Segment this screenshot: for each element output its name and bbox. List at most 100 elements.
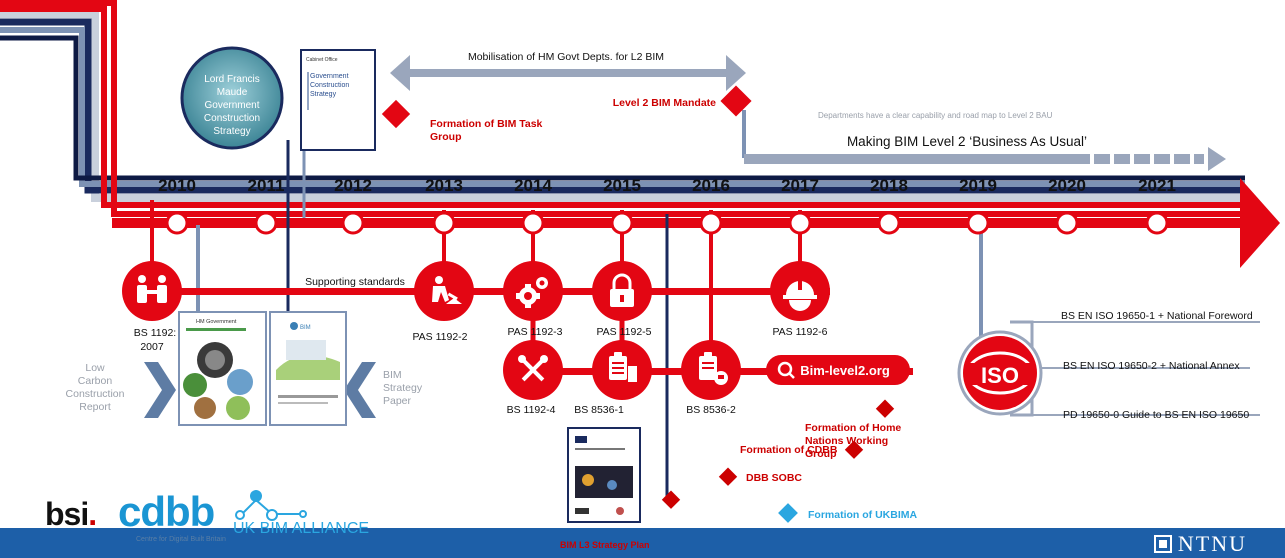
task-group-event: Formation of BIM Task Group (381, 99, 543, 143)
bs1192-node: BS 1192: 2007 (122, 261, 182, 353)
maude-line: Construction (204, 113, 260, 124)
maude-line: Lord Francis (204, 74, 260, 85)
year-label: 2021 (1138, 176, 1176, 195)
maude-line: Strategy (213, 126, 250, 137)
year-label: 2018 (870, 176, 908, 195)
event-diamond (875, 399, 895, 418)
mobilisation-label: Mobilisation of HM Govt Depts. for L2 BI… (468, 51, 664, 63)
task-group-label: Group (430, 131, 462, 143)
low-carbon-note: Low Carbon Construction Report (66, 362, 176, 418)
year-label: 2015 (603, 176, 641, 195)
low-carbon-label: Carbon (78, 375, 113, 387)
low-carbon-label: Report (79, 401, 111, 413)
hm-doc-header: HM Government (196, 319, 237, 325)
l3-plan-caption: BIM L3 Strategy Plan (560, 540, 650, 550)
iso-section: BS EN ISO 19650-1 + National Foreword BS… (957, 310, 1260, 421)
task-group-label: Formation of BIM Task (430, 118, 543, 130)
bs8536-2-label: BS 8536-2 (686, 404, 736, 416)
bs8536-2-node: BS 8536-2 (681, 340, 741, 416)
clipboard-train-icon (699, 352, 728, 385)
bsi-logo: bsi. (45, 496, 97, 532)
timeline-markers (165, 211, 1169, 235)
pas1192-5-label: PAS 1192-5 (596, 326, 651, 338)
standard-nodes: BS 1192: 2007 PAS 1192-2 PAS 1192-3 (122, 261, 910, 416)
tools-icon (518, 355, 548, 382)
year-marker (521, 211, 545, 235)
year-marker (1145, 211, 1169, 235)
gcs-doc-title: Government (310, 73, 349, 80)
year-marker (699, 211, 723, 235)
year-marker (966, 211, 990, 235)
timeline-arrow (112, 178, 1280, 268)
year-label: 2014 (514, 176, 552, 195)
departments-label: Departments have a clear capability and … (818, 111, 1053, 120)
footer-bar (0, 528, 1285, 558)
pas1192-2-node: PAS 1192-2 (412, 261, 474, 343)
bsi-logo-text: bsi (45, 496, 89, 532)
pas1192-2-label: PAS 1192-2 (412, 331, 467, 343)
year-label: 2016 (692, 176, 730, 195)
year-marker (788, 211, 812, 235)
bim-strategy-label: BIM (383, 369, 402, 381)
chevron-right-icon (144, 362, 176, 418)
pas1192-5-node: PAS 1192-5 (592, 261, 652, 338)
year-marker (610, 211, 634, 235)
gcs-document: Cabinet Office Government Construction S… (300, 49, 376, 151)
cdbb-label: Formation of CDBB (740, 444, 838, 456)
gcs-doc-header: Cabinet Office (306, 57, 338, 63)
year-label: 2013 (425, 176, 463, 195)
year-marker (1055, 211, 1079, 235)
year-label: 2011 (248, 176, 285, 195)
low-carbon-label: Low (85, 362, 105, 374)
event-diamond (661, 490, 681, 509)
home-nations-label: Nations Working (805, 435, 888, 447)
bim-level2-node: Bim-level2.org (766, 355, 910, 385)
maude-strategy-circle: Lord Francis Maude Government Constructi… (180, 46, 284, 150)
bim-strategy-thumb: BIM (269, 311, 347, 426)
bs1192-label: 2007 (140, 341, 164, 353)
iso-std-label: PD 19650-0 Guide to BS EN ISO 19650 (1063, 409, 1249, 421)
ntnu-logo: NTNU (1153, 531, 1247, 557)
year-label: 2010 (158, 176, 196, 195)
cdbb-logo: cdbb (118, 488, 215, 535)
event-diamond (844, 440, 864, 459)
svg-text:BIM: BIM (300, 325, 311, 331)
pas1192-6-node: PAS 1192-6 (770, 261, 830, 338)
corner-stripes (0, 0, 1248, 217)
bs1192-4-node: BS 1192-4 (503, 340, 563, 416)
dbb-sobc-event: DBB SOBC (718, 467, 802, 486)
iso-badge: ISO (981, 363, 1019, 388)
iso-std-label: BS EN ISO 19650-2 + National Annex (1063, 360, 1240, 372)
l3-plan-thumb (567, 427, 641, 523)
bs1192-4-label: BS 1192-4 (507, 404, 556, 416)
ntnu-mark-icon (1153, 535, 1172, 553)
home-nations-label: Formation of Home (805, 422, 901, 434)
ukbima-event: Formation of UKBIMA (778, 503, 917, 523)
ukbima-label: Formation of UKBIMA (808, 509, 917, 521)
bim-strategy-note: BIM Strategy Paper (344, 362, 423, 418)
construction-worker-icon (432, 276, 462, 304)
event-diamond (720, 85, 752, 117)
iso-std-label: BS EN ISO 19650-1 + National Foreword (1061, 310, 1253, 322)
year-label: 2012 (334, 176, 372, 195)
year-label: 2017 (781, 176, 819, 195)
l3-plan-diamond (661, 490, 681, 509)
maude-line: Government (204, 100, 259, 111)
bau-arrow: Departments have a clear capability and … (744, 111, 1226, 171)
people-icon (137, 275, 167, 303)
lock-icon (610, 273, 634, 307)
bim-strategy-label: Strategy (383, 382, 423, 394)
ukbim-network-icon (235, 490, 307, 521)
event-diamond (778, 503, 798, 523)
mandate-event: Level 2 BIM Mandate (613, 85, 752, 117)
gcs-doc-title: Strategy (310, 91, 337, 98)
bs1192-label: BS 1192: (134, 327, 176, 339)
year-marker (165, 211, 189, 235)
supporting-standards-label: Supporting standards (305, 276, 405, 288)
bim-strategy-label: Paper (383, 395, 412, 407)
bs8536-1-node: BS 8536-1 (574, 340, 652, 416)
low-carbon-label: Construction (66, 388, 125, 400)
chevron-left-icon (344, 362, 376, 418)
year-marker (432, 211, 456, 235)
